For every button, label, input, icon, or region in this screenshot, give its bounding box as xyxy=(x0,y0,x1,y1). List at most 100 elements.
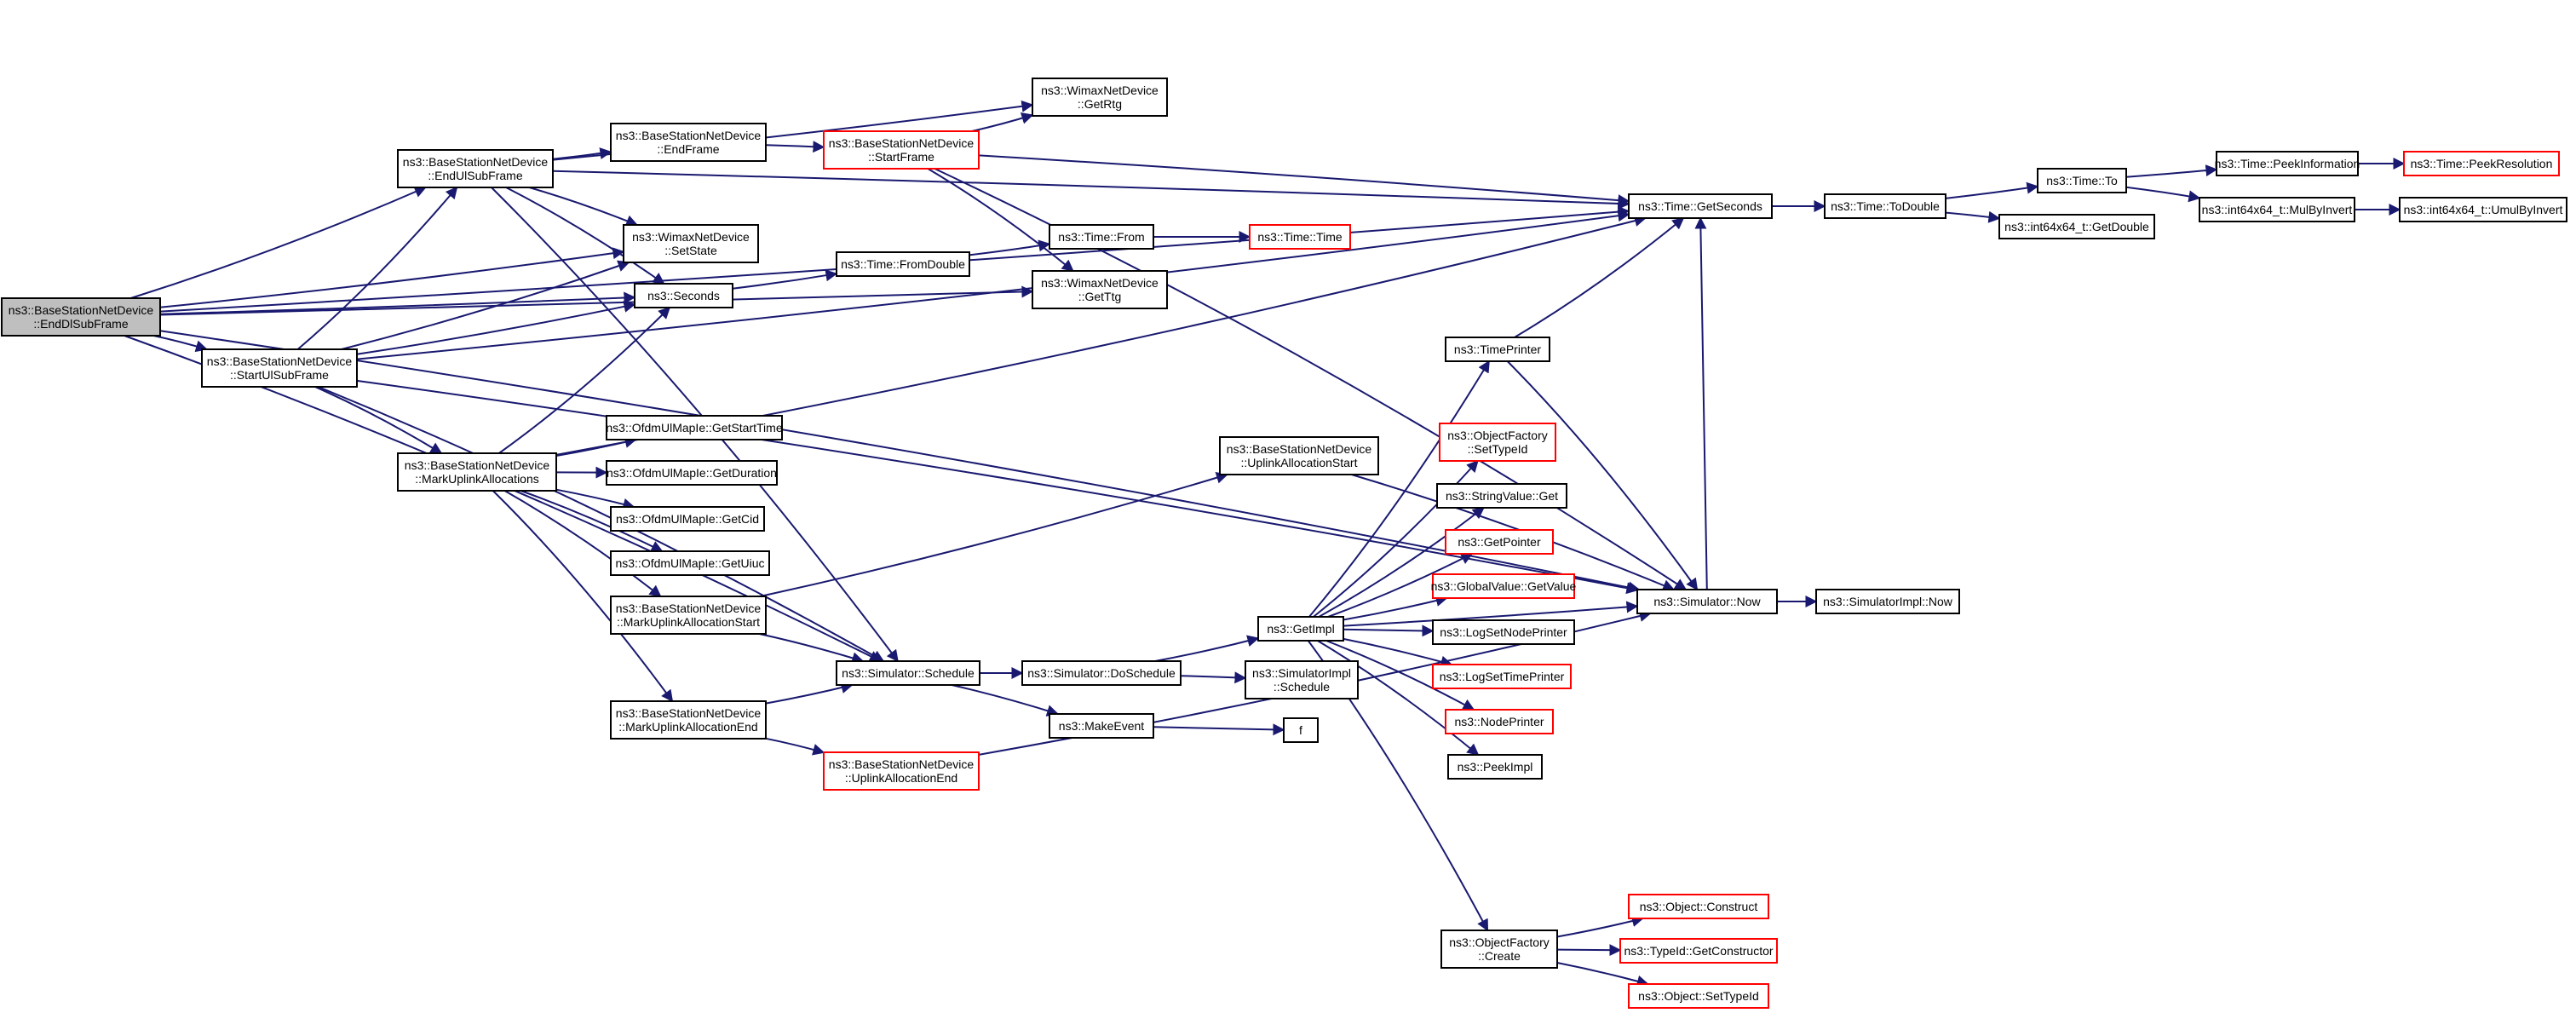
node-makeevent-label-0: ns3::MakeEvent xyxy=(1059,719,1144,733)
node-getttg-label-0: ns3::WimaxNetDevice xyxy=(1041,276,1159,290)
node-objconstruct[interactable]: ns3::Object::Construct xyxy=(1628,894,1769,919)
node-seconds[interactable]: ns3::Seconds xyxy=(634,283,733,308)
node-implnow-box xyxy=(1815,589,1960,614)
node-schedule[interactable]: ns3::Simulator::Schedule xyxy=(836,660,980,686)
node-endul[interactable]: ns3::BaseStationNetDevice::EndUlSubFrame xyxy=(397,149,554,188)
node-f-label-0: f xyxy=(1299,723,1302,737)
edge-markend-to-upend xyxy=(765,737,825,756)
node-startframe[interactable]: ns3::BaseStationNetDevice::StartFrame xyxy=(823,130,980,170)
node-getimpl[interactable]: ns3::GetImpl xyxy=(1257,616,1344,642)
edge-markend-to-schedule xyxy=(765,682,854,705)
node-getrtg-label-0: ns3::WimaxNetDevice xyxy=(1041,83,1159,97)
edge-startframe-to-simnow xyxy=(934,168,1688,590)
node-lognodeprinter[interactable]: ns3::LogSetNodePrinter xyxy=(1432,619,1575,645)
node-upend[interactable]: ns3::BaseStationNetDevice::UplinkAllocat… xyxy=(823,751,980,791)
node-getrtg-label-1: ::GetRtg xyxy=(1078,97,1122,111)
node-ofcreate[interactable]: ns3::ObjectFactory::Create xyxy=(1440,930,1558,969)
edge-startframe-to-getttg xyxy=(927,168,1074,272)
node-getstarttime-box xyxy=(606,415,783,440)
node-markuplink[interactable]: ns3::BaseStationNetDevice::MarkUplinkAll… xyxy=(397,452,557,492)
node-timeto[interactable]: ns3::Time::To xyxy=(2037,168,2127,193)
node-f[interactable]: f xyxy=(1283,717,1319,743)
node-getstarttime[interactable]: ns3::OfdmUlMapIe::GetStartTime xyxy=(606,415,783,440)
node-timefrom[interactable]: ns3::Time::From xyxy=(1049,224,1154,250)
node-getcid[interactable]: ns3::OfdmUlMapIe::GetCid xyxy=(610,506,765,532)
node-logtimeprinter[interactable]: ns3::LogSetTimePrinter xyxy=(1432,664,1572,689)
node-getduration[interactable]: ns3::OfdmUlMapIe::GetDuration xyxy=(606,460,778,486)
node-objsettypeid[interactable]: ns3::Object::SetTypeId xyxy=(1628,983,1769,1009)
node-implnow-label-0: ns3::SimulatorImpl::Now xyxy=(1823,595,1953,608)
node-getdouble[interactable]: ns3::int64x64_t::GetDouble xyxy=(1998,214,2155,239)
node-getttg[interactable]: ns3::WimaxNetDevice::GetTtg xyxy=(1032,270,1168,309)
node-globalvalue[interactable]: ns3::GlobalValue::GetValue xyxy=(1431,573,1577,599)
node-peekimpl-box xyxy=(1447,754,1543,780)
edge-root-to-setstate xyxy=(159,247,625,308)
node-getseconds[interactable]: ns3::Time::GetSeconds xyxy=(1628,193,1773,219)
node-peekimpl[interactable]: ns3::PeekImpl xyxy=(1447,754,1543,780)
edge-fromdouble-to-timefrom xyxy=(969,239,1051,256)
node-endframe[interactable]: ns3::BaseStationNetDevice::EndFrame xyxy=(610,123,767,162)
node-upstart[interactable]: ns3::BaseStationNetDevice::UplinkAllocat… xyxy=(1219,436,1379,475)
node-timefrom-label-0: ns3::Time::From xyxy=(1058,230,1144,244)
node-peekres[interactable]: ns3::Time::PeekResolution xyxy=(2403,151,2560,176)
node-startul[interactable]: ns3::BaseStationNetDevice::StartUlSubFra… xyxy=(201,348,358,388)
node-implschedule[interactable]: ns3::SimulatorImpl::Schedule xyxy=(1245,660,1359,699)
node-upend-box xyxy=(823,751,980,791)
node-ofsettypeid-label-1: ::SetTypeId xyxy=(1468,442,1528,456)
node-implschedule-box xyxy=(1245,660,1359,699)
node-markstart-box xyxy=(610,596,767,635)
edge-startul-to-setstate xyxy=(341,260,630,350)
node-simnow-label-0: ns3::Simulator::Now xyxy=(1653,595,1761,608)
node-getpointer[interactable]: ns3::GetPointer xyxy=(1445,529,1554,555)
node-todouble[interactable]: ns3::Time::ToDouble xyxy=(1824,193,1946,219)
edge-makeevent-to-f xyxy=(1153,723,1285,736)
node-getconstructor-label-0: ns3::TypeId::GetConstructor xyxy=(1624,944,1773,958)
node-getrtg[interactable]: ns3::WimaxNetDevice::GetRtg xyxy=(1032,78,1168,117)
node-timeto-label-0: ns3::Time::To xyxy=(2046,174,2118,187)
node-startul-label-1: ::StartUlSubFrame xyxy=(230,368,329,382)
edge-timeto-to-mulbyinvert xyxy=(2125,186,2201,203)
node-ofsettypeid[interactable]: ns3::ObjectFactory::SetTypeId xyxy=(1439,423,1556,462)
node-getconstructor-box xyxy=(1619,938,1778,964)
node-mulbyinvert[interactable]: ns3::int64x64_t::MulByInvert xyxy=(2199,197,2355,222)
node-getuiuc[interactable]: ns3::OfdmUlMapIe::GetUiuc xyxy=(610,550,770,576)
node-markend[interactable]: ns3::BaseStationNetDevice::MarkUplinkAll… xyxy=(610,700,767,740)
edge-doschedule-to-implschedule xyxy=(1180,671,1247,684)
node-root[interactable]: ns3::BaseStationNetDevice::EndDlSubFrame xyxy=(1,297,161,337)
node-mulbyinvert-label-0: ns3::int64x64_t::MulByInvert xyxy=(2202,203,2353,216)
node-timeto-box xyxy=(2037,168,2127,193)
node-peekinfo-label-0: ns3::Time::PeekInformation xyxy=(2215,157,2360,170)
node-ofsettypeid-label-0: ns3::ObjectFactory xyxy=(1447,429,1548,442)
node-markuplink-label-0: ns3::BaseStationNetDevice xyxy=(405,458,550,472)
edge-markuplink-to-getuiuc xyxy=(520,490,664,552)
node-umulbyinvert[interactable]: ns3::int64x64_t::UmulByInvert xyxy=(2399,197,2567,222)
edge-startframe-to-getseconds xyxy=(978,154,1630,207)
edge-startul-to-markuplink xyxy=(314,386,443,454)
node-stringvalue[interactable]: ns3::StringValue::Get xyxy=(1436,483,1567,509)
node-getconstructor[interactable]: ns3::TypeId::GetConstructor xyxy=(1619,938,1778,964)
node-timeprinter[interactable]: ns3::TimePrinter xyxy=(1445,337,1550,362)
node-objsettypeid-box xyxy=(1628,983,1769,1009)
node-upstart-box xyxy=(1219,436,1379,475)
edge-timeprinter-to-getseconds xyxy=(1514,217,1685,338)
node-makeevent[interactable]: ns3::MakeEvent xyxy=(1049,713,1154,739)
node-peekinfo-box xyxy=(2216,151,2359,176)
edge-endul-to-setstate xyxy=(529,187,639,227)
node-markuplink-label-1: ::MarkUplinkAllocations xyxy=(415,472,539,486)
edge-getimpl-to-lognodeprinter xyxy=(1343,624,1435,637)
node-fromdouble-label-0: ns3::Time::FromDouble xyxy=(841,257,965,271)
node-timefrom-box xyxy=(1049,224,1154,250)
node-markstart[interactable]: ns3::BaseStationNetDevice::MarkUplinkAll… xyxy=(610,596,767,635)
node-implnow[interactable]: ns3::SimulatorImpl::Now xyxy=(1815,589,1960,614)
node-setstate[interactable]: ns3::WimaxNetDevice::SetState xyxy=(623,224,759,263)
node-objsettypeid-label-0: ns3::Object::SetTypeId xyxy=(1638,989,1759,1003)
node-getpointer-label-0: ns3::GetPointer xyxy=(1458,535,1541,549)
node-doschedule[interactable]: ns3::Simulator::DoSchedule xyxy=(1021,660,1182,686)
edge-markuplink-to-seconds xyxy=(498,307,671,454)
node-nodeprinter[interactable]: ns3::NodePrinter xyxy=(1445,709,1554,734)
node-simnow[interactable]: ns3::Simulator::Now xyxy=(1636,589,1778,614)
node-peekinfo[interactable]: ns3::Time::PeekInformation xyxy=(2215,151,2360,176)
edge-getimpl-to-timeprinter xyxy=(1308,360,1490,618)
node-fromdouble[interactable]: ns3::Time::FromDouble xyxy=(836,251,970,277)
node-timetime[interactable]: ns3::Time::Time xyxy=(1249,224,1351,250)
